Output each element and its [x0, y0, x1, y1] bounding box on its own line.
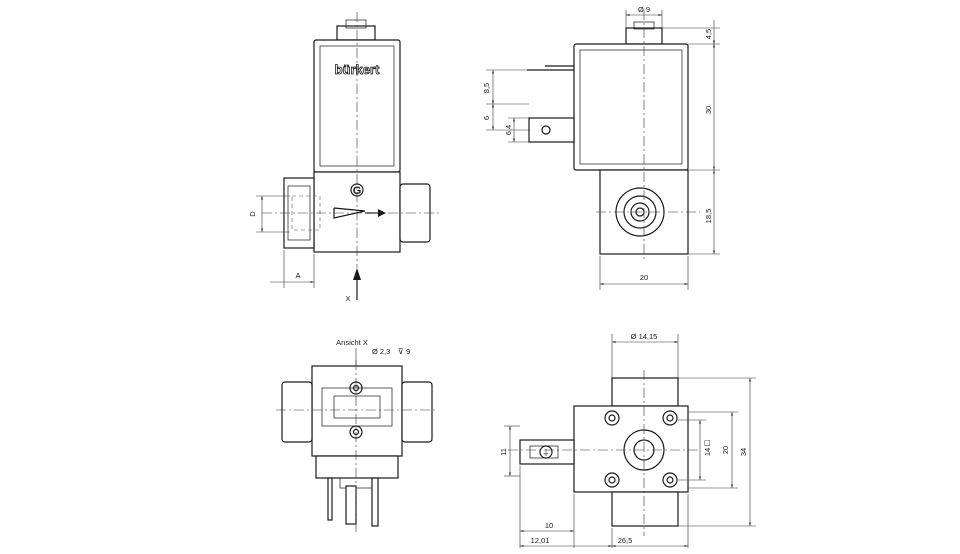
top-coil-housing: [573, 405, 689, 493]
depth-symbol: ⊽: [398, 347, 404, 356]
dim-tab-width: 6,4: [504, 125, 513, 135]
bottom-left-port: [281, 381, 313, 443]
dim-body-width: 20: [640, 273, 648, 282]
side-view: Ø 9 4,5 30 18,5 20 8,5 6 6,4: [482, 5, 720, 290]
front-view: bürkert G D A X: [248, 12, 440, 303]
bottom-valve-body: [311, 365, 403, 457]
ground-symbol: ⏚: [542, 448, 550, 457]
dim-a: A: [295, 271, 300, 280]
dim-pin-offset: 6: [482, 116, 491, 120]
brand-logo: bürkert: [335, 62, 380, 77]
top-lower-block: [611, 491, 679, 527]
bottom-right-port: [401, 381, 433, 443]
dim-cap-diameter: Ø 9: [638, 5, 650, 14]
hole-depth: 9: [406, 347, 410, 356]
view-arrow-x: X: [345, 294, 350, 303]
top-connector-tab: [519, 439, 575, 465]
dim-coil-height: 30: [704, 106, 713, 114]
dim-pin-spacing: 8,5: [482, 83, 491, 93]
view-title: Ansicht X: [336, 338, 368, 347]
dim-overall-height: 34: [739, 448, 748, 456]
side-connector-tab: [528, 117, 575, 143]
dim-hole-spacing: 20: [721, 446, 730, 454]
dim-bore-diameter: Ø 14,15: [631, 332, 658, 341]
bottom-view: Ansicht X Ø 2,3 ⊽ 9: [276, 338, 438, 535]
square-symbol: ☐: [703, 439, 712, 446]
top-view: Ø 14,15 ⏚ 11 ☐ 14: [499, 332, 756, 548]
top-upper-block: [611, 377, 679, 407]
hole-callout: Ø 2,3: [372, 347, 390, 356]
dim-tab-length: 10: [545, 521, 553, 530]
dim-body-height: 18,5: [704, 209, 713, 224]
dim-square: 14: [703, 448, 712, 456]
side-coil-housing: [573, 43, 689, 171]
dim-d: D: [248, 211, 257, 217]
dim-tab-height: 11: [499, 448, 508, 456]
dim-cap-height: 4,5: [704, 29, 713, 39]
dim-connector-offset: 12,01: [531, 536, 550, 545]
bottom-coil-edge: [315, 455, 399, 479]
port-letter: G: [353, 185, 362, 197]
dim-body-length: 26,5: [618, 536, 633, 545]
